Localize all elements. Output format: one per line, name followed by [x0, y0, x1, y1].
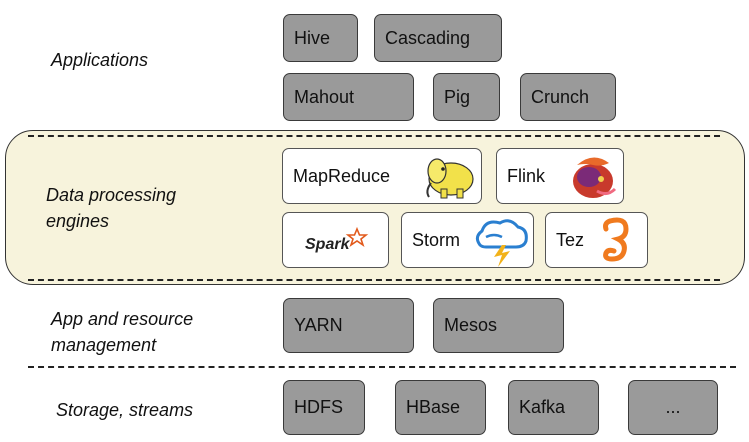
mesos-label: Mesos — [444, 315, 498, 335]
storage-label: Storage, streams — [56, 400, 194, 420]
yarn-label: YARN — [294, 315, 343, 335]
storm-box: Storm — [401, 212, 534, 268]
crunch-label: Crunch — [531, 86, 590, 107]
spark-box: Spark — [282, 212, 389, 268]
tez-seahorse-icon — [603, 217, 629, 262]
pig-label: Pig — [444, 86, 471, 107]
hdfs-box: HDFS — [283, 380, 365, 435]
spark-star-icon: Spark — [305, 226, 369, 253]
hbase-label: HBase — [406, 397, 461, 417]
tez-box: Tez — [545, 212, 648, 268]
cascading-label: Cascading — [385, 27, 471, 48]
storm-cloud-icon — [475, 219, 528, 267]
more-box: ... — [628, 380, 718, 435]
cascading-box: Cascading — [374, 14, 502, 62]
storage-divider — [28, 366, 736, 368]
kafka-box: Kafka — [508, 380, 599, 435]
engines-label: Data processing engines — [46, 182, 176, 234]
hadoop-elephant-icon — [426, 158, 474, 199]
yarn-box: YARN — [283, 298, 414, 353]
flink-label: Flink — [507, 165, 546, 186]
svg-text:Spark: Spark — [305, 236, 351, 253]
hdfs-label: HDFS — [294, 397, 343, 417]
engines-label-line1: Data processing — [46, 185, 177, 205]
engines-label-line2: engines — [46, 211, 110, 231]
engines-bottom-divider — [28, 279, 720, 281]
mahout-box: Mahout — [283, 73, 414, 121]
flink-squirrel-icon — [573, 157, 617, 198]
hive-label: Hive — [294, 27, 331, 48]
hbase-box: HBase — [395, 380, 486, 435]
engines-top-divider — [28, 135, 720, 137]
kafka-label: Kafka — [519, 397, 566, 417]
management-label: App and resource management — [51, 306, 193, 358]
management-label-line2: management — [51, 335, 157, 355]
tez-label: Tez — [556, 229, 585, 250]
mesos-box: Mesos — [433, 298, 564, 353]
mapreduce-box: MapReduce — [282, 148, 482, 204]
flink-box: Flink — [496, 148, 624, 204]
more-label: ... — [665, 397, 681, 417]
hive-box: Hive — [283, 14, 358, 62]
management-label-line1: App and resource — [51, 309, 194, 329]
pig-box: Pig — [433, 73, 500, 121]
storm-label: Storm — [412, 229, 461, 250]
mapreduce-label: MapReduce — [293, 165, 391, 186]
applications-label: Applications — [51, 50, 149, 70]
mahout-label: Mahout — [294, 86, 355, 107]
crunch-box: Crunch — [520, 73, 616, 121]
